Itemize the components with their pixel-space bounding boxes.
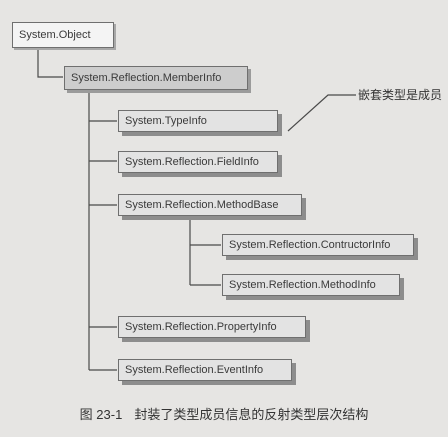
node-system-object: System.Object bbox=[12, 22, 114, 48]
callout-nested-types: 嵌套类型是成员 bbox=[358, 88, 443, 102]
node-label: System.Object bbox=[19, 29, 91, 41]
connector-object-memberinfo bbox=[37, 49, 63, 78]
figure-number: 图 23-1 bbox=[79, 407, 123, 422]
node-label: System.Reflection.MethodInfo bbox=[229, 279, 376, 291]
node-label: System.Reflection.ContructorInfo bbox=[229, 239, 391, 251]
node-label: System.Reflection.MemberInfo bbox=[71, 72, 222, 84]
figure-title: 封装了类型成员信息的反射类型层次结构 bbox=[134, 407, 369, 422]
figure-caption: 图 23-1 封装了类型成员信息的反射类型层次结构 bbox=[0, 404, 448, 423]
node-label: System.Reflection.PropertyInfo bbox=[125, 321, 277, 333]
node-contructorinfo: System.Reflection.ContructorInfo bbox=[222, 234, 414, 256]
node-label: System.Reflection.EventInfo bbox=[125, 364, 264, 376]
node-label: System.Reflection.MethodBase bbox=[125, 199, 279, 211]
node-eventinfo: System.Reflection.EventInfo bbox=[118, 359, 292, 381]
node-propertyinfo: System.Reflection.PropertyInfo bbox=[118, 316, 306, 338]
node-label: System.Reflection.FieldInfo bbox=[125, 156, 259, 168]
node-fieldinfo: System.Reflection.FieldInfo bbox=[118, 151, 278, 173]
node-typeinfo: System.TypeInfo bbox=[118, 110, 278, 132]
node-memberinfo: System.Reflection.MemberInfo bbox=[64, 66, 248, 90]
node-label: System.TypeInfo bbox=[125, 115, 207, 127]
callout-pointer bbox=[287, 94, 356, 132]
node-methodinfo: System.Reflection.MethodInfo bbox=[222, 274, 400, 296]
node-methodbase: System.Reflection.MethodBase bbox=[118, 194, 302, 216]
